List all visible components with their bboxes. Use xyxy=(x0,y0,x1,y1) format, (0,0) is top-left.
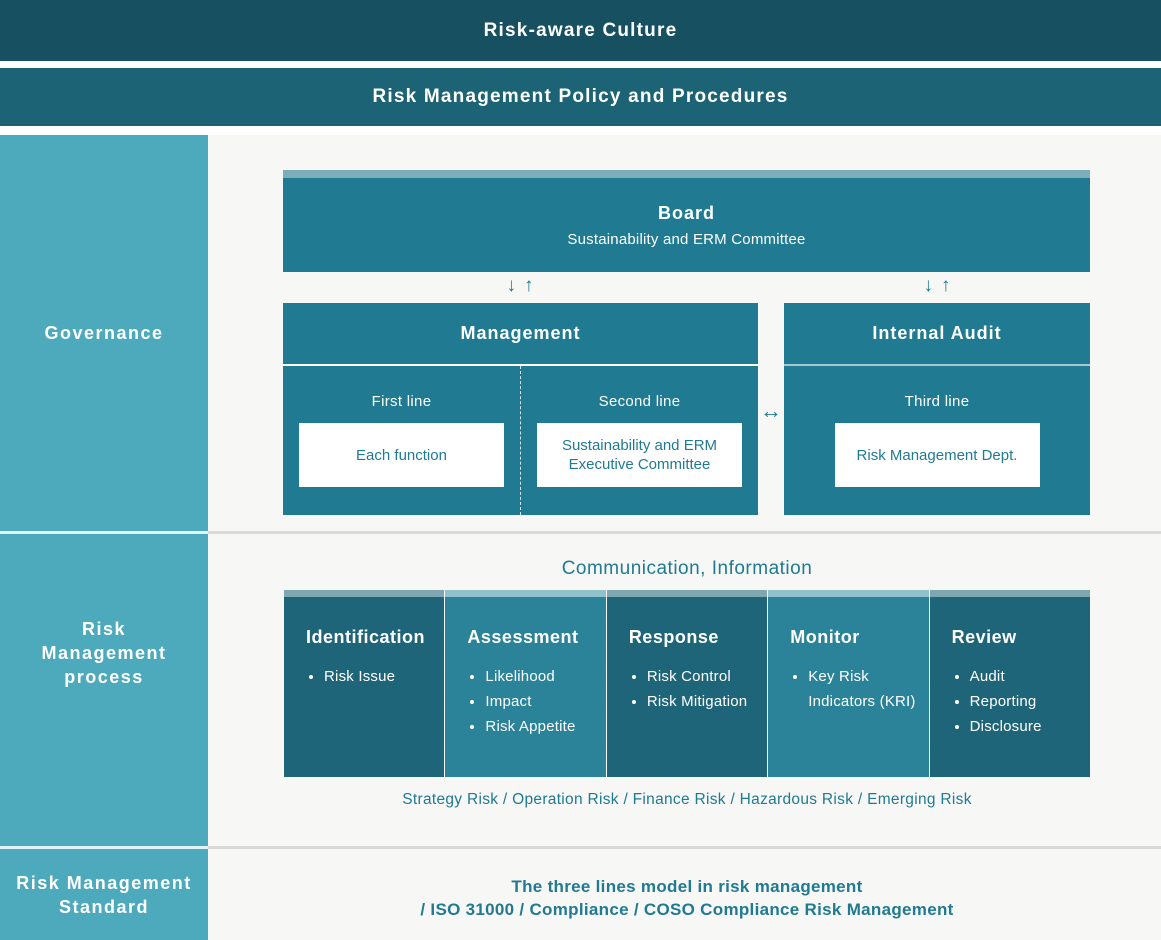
board-subtitle: Sustainability and ERM Committee xyxy=(567,230,806,248)
list-item: Risk Appetite xyxy=(485,714,605,739)
banner-policy-procedures-label: Risk Management Policy and Procedures xyxy=(372,86,789,107)
standard-text: The three lines model in risk management… xyxy=(284,849,1090,921)
board-title: Board xyxy=(657,202,715,223)
sidebar-section-governance: Governance xyxy=(0,135,208,534)
list-item: Audit xyxy=(970,664,1090,689)
management-title: Management xyxy=(283,303,758,366)
third-line-cell: Third line Risk Management Dept. xyxy=(784,366,1090,515)
second-line-cell: Second line Sustainability and ERM Execu… xyxy=(520,366,758,515)
erm-executive-committee-box: Sustainability and ERM Executive Committ… xyxy=(537,423,742,487)
sidebar-section-risk-management-standard: Risk Management Standard xyxy=(0,849,208,940)
second-line-label: Second line xyxy=(598,393,681,410)
sidebar-governance-label: Governance xyxy=(44,323,164,343)
arrow-up-icon: ↑ xyxy=(524,275,534,296)
column-items: Risk Control Risk Mitigation xyxy=(607,664,767,714)
column-top-strip xyxy=(929,590,1091,597)
column-top-strip xyxy=(445,590,606,597)
column-title: Review xyxy=(951,627,1017,647)
column-items: Key Risk Indicators (KRI) xyxy=(768,664,928,714)
first-line-label: First line xyxy=(371,393,432,410)
arrows-board-internal-audit: ↓↑ xyxy=(905,275,969,297)
column-top-strip xyxy=(606,590,768,597)
governance-section: Board Sustainability and ERM Committee ↓… xyxy=(208,135,1161,534)
list-item: Key Risk Indicators (KRI) xyxy=(808,664,928,714)
list-item: Likelihood xyxy=(485,664,605,689)
board-box: Board Sustainability and ERM Committee xyxy=(283,170,1090,272)
column-response: Response Risk Control Risk Mitigation xyxy=(605,590,768,777)
banner-policy-procedures: Risk Management Policy and Procedures xyxy=(0,68,1161,126)
sidebar-process-label: Risk Management process xyxy=(41,619,167,687)
list-item: Risk Mitigation xyxy=(647,689,767,714)
three-lines-row: Management First line Each function Seco… xyxy=(283,303,1090,515)
management-box: Management First line Each function Seco… xyxy=(283,303,758,515)
column-items: Audit Reporting Disclosure xyxy=(930,664,1090,739)
risk-management-standard-section: The three lines model in risk management… xyxy=(208,849,1161,940)
arrow-left-right-icon: ↔ xyxy=(760,398,782,423)
column-monitor: Monitor Key Risk Indicators (KRI) xyxy=(767,590,929,777)
list-item: Risk Issue xyxy=(324,664,444,689)
risk-types-line: Strategy Risk / Operation Risk / Finance… xyxy=(402,791,972,808)
arrow-up-icon: ↑ xyxy=(941,275,951,296)
arrows-board-management: ↓↑ xyxy=(488,275,552,297)
risk-management-process-section: Communication, Information Identificatio… xyxy=(208,534,1161,849)
arrow-down-icon: ↓ xyxy=(506,275,517,296)
sidebar: Governance Risk Management process Risk … xyxy=(0,135,208,940)
column-title: Monitor xyxy=(790,627,860,647)
column-items: Risk Issue xyxy=(284,664,444,689)
risk-management-dept-box: Risk Management Dept. xyxy=(834,423,1040,487)
banner-risk-aware-culture: Risk-aware Culture xyxy=(0,0,1161,61)
column-title: Assessment xyxy=(467,627,579,647)
sidebar-standard-label: Risk Management Standard xyxy=(16,872,192,917)
third-line-label: Third line xyxy=(904,393,970,410)
each-function-box: Each function xyxy=(299,423,504,487)
list-item: Disclosure xyxy=(970,714,1090,739)
internal-audit-title: Internal Audit xyxy=(784,303,1090,366)
standard-line-2: / ISO 31000 / Compliance / COSO Complian… xyxy=(420,900,954,919)
sidebar-section-risk-management-process: Risk Management process xyxy=(0,534,208,849)
list-item: Impact xyxy=(485,689,605,714)
main-area: Board Sustainability and ERM Committee ↓… xyxy=(208,135,1161,940)
process-columns: Identification Risk Issue Assessment Lik… xyxy=(284,590,1091,777)
column-title: Identification xyxy=(306,627,425,647)
content-area: Governance Risk Management process Risk … xyxy=(0,135,1161,940)
column-identification: Identification Risk Issue xyxy=(284,590,445,777)
banner-risk-aware-culture-label: Risk-aware Culture xyxy=(483,19,678,41)
column-top-strip xyxy=(284,590,445,597)
list-item: Reporting xyxy=(970,689,1090,714)
list-item: Risk Control xyxy=(647,664,767,689)
column-items: Likelihood Impact Risk Appetite xyxy=(445,664,605,739)
standard-line-1: The three lines model in risk management xyxy=(511,877,863,896)
communication-information-heading: Communication, Information xyxy=(561,558,813,579)
column-review: Review Audit Reporting Disclosure xyxy=(928,590,1091,777)
arrow-down-icon: ↓ xyxy=(923,275,934,296)
column-title: Response xyxy=(628,627,719,647)
board-management-arrows: ↓↑ ↓↑ xyxy=(283,272,1090,303)
column-assessment: Assessment Likelihood Impact Risk Appeti… xyxy=(444,590,606,777)
first-line-cell: First line Each function xyxy=(283,366,520,515)
board-top-strip xyxy=(283,170,1090,178)
column-top-strip xyxy=(768,590,929,597)
internal-audit-box: Internal Audit Third line Risk Managemen… xyxy=(784,303,1090,515)
